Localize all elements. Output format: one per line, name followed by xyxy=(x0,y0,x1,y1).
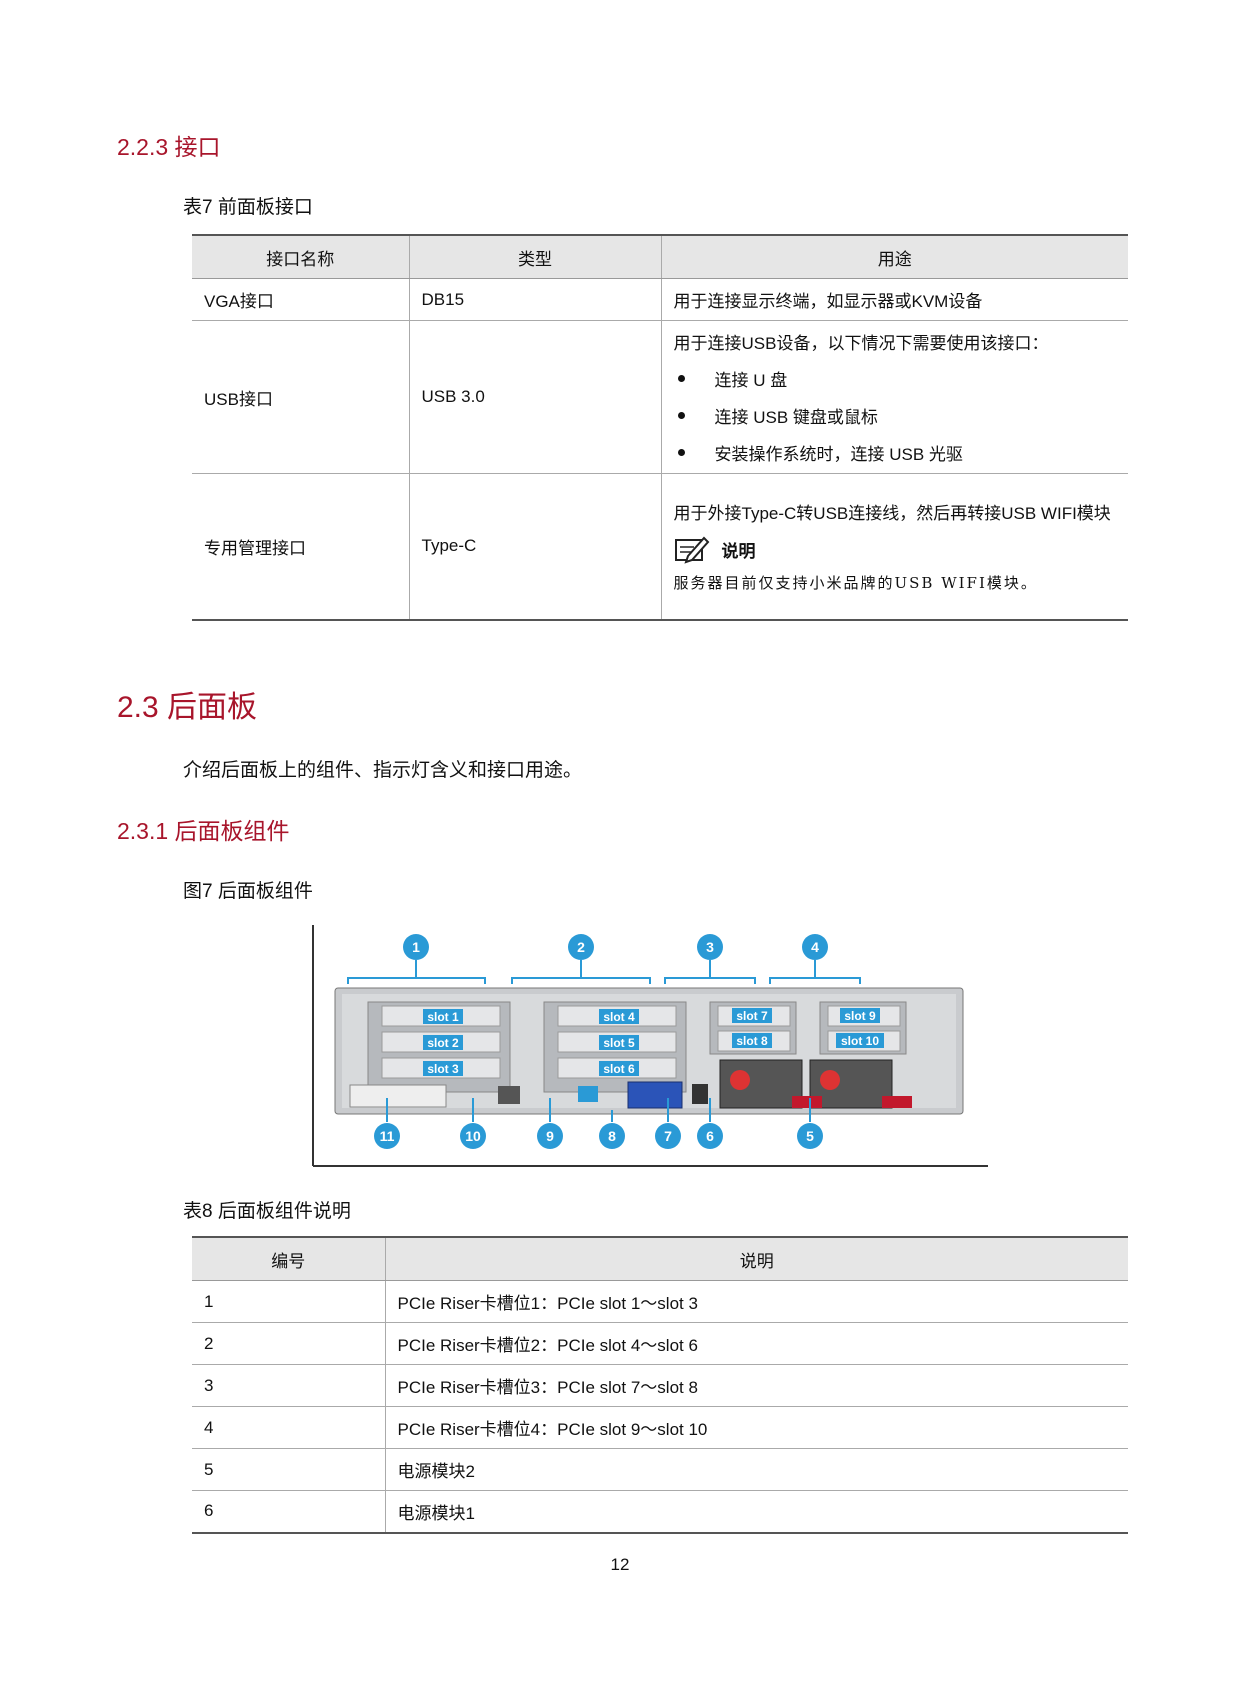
note-header: 说明 xyxy=(674,534,1117,564)
cell-name: USB接口 xyxy=(192,320,410,474)
bullet-icon xyxy=(677,412,685,419)
usage-text: 用于连接USB设备，以下情况下需要使用该接口： xyxy=(673,334,1049,353)
slot-label: slot 6 xyxy=(603,1062,635,1076)
slot-label: slot 1 xyxy=(427,1010,459,1024)
bullet-text: 连接 U 盘 xyxy=(714,371,788,390)
note-title: 说明 xyxy=(721,541,756,561)
table-row: VGA接口 DB15 用于连接显示终端，如显示器或KVM设备 xyxy=(192,278,1128,321)
table7-header-use: 用途 xyxy=(661,234,1128,279)
table7-header-type: 类型 xyxy=(409,234,662,279)
section-heading-2-3-1: 2.3.1 后面板组件 xyxy=(117,818,290,844)
cell-number: 4 xyxy=(192,1406,386,1449)
cell-description: 电源模块2 xyxy=(385,1448,1128,1491)
slot-label: slot 9 xyxy=(844,1009,876,1023)
cell-use: 用于连接显示终端，如显示器或KVM设备 xyxy=(661,278,1128,321)
table-row: 专用管理接口 Type-C 用于外接Type-C转USB连接线，然后再转接USB… xyxy=(192,473,1128,621)
note-text: 服务器目前仅支持小米品牌的USB WIFI模块。 xyxy=(673,574,1038,593)
table8-caption: 表8 后面板组件说明 xyxy=(183,1201,351,1222)
section-heading-2-3: 2.3 后面板 xyxy=(117,691,258,724)
bullet-icon xyxy=(677,449,685,456)
cell-number: 3 xyxy=(192,1364,386,1407)
table7-caption: 表7 前面板接口 xyxy=(183,197,313,218)
callout-number: 10 xyxy=(465,1128,481,1144)
slot-label: slot 10 xyxy=(841,1034,879,1048)
cell-description: PCIe Riser卡槽位1：PCIe slot 1～slot 3 xyxy=(385,1280,1128,1323)
cell-type: DB15 xyxy=(409,278,662,321)
bullet-text: 安装操作系统时，连接 USB 光驱 xyxy=(714,445,963,464)
cell-use: 用于连接USB设备，以下情况下需要使用该接口： 连接 U 盘 连接 USB 键盘… xyxy=(661,320,1128,474)
callout-number: 6 xyxy=(706,1128,714,1144)
table8-header-number: 编号 xyxy=(192,1236,386,1281)
callout-number: 11 xyxy=(380,1128,395,1144)
cell-number: 1 xyxy=(192,1280,386,1323)
callout-number: 1 xyxy=(412,939,420,955)
bullet-item: 连接 USB 键盘或鼠标 xyxy=(674,403,1117,428)
table-row: USB接口 USB 3.0 用于连接USB设备，以下情况下需要使用该接口： 连接… xyxy=(192,320,1128,474)
callout-number: 7 xyxy=(664,1128,672,1144)
cell-number: 6 xyxy=(192,1490,386,1534)
table7-header-name: 接口名称 xyxy=(192,234,410,279)
slot-label: slot 2 xyxy=(427,1036,459,1050)
cell-description: PCIe Riser卡槽位3：PCIe slot 7～slot 8 xyxy=(385,1364,1128,1407)
cell-description: 电源模块1 xyxy=(385,1490,1128,1534)
rear-panel-figure: slot 1 slot 2 slot 3 slot 4 slot 5 slot … xyxy=(312,925,988,1167)
table8-header-row: 编号 说明 xyxy=(192,1236,1128,1281)
callout-number: 8 xyxy=(608,1128,616,1144)
cell-name: VGA接口 xyxy=(192,278,410,321)
cell-use: 用于外接Type-C转USB连接线，然后再转接USB WIFI模块 说明 服务器… xyxy=(661,473,1128,621)
slot-label: slot 3 xyxy=(427,1062,459,1076)
cell-type: Type-C xyxy=(409,473,662,621)
table8-header-description: 说明 xyxy=(385,1236,1128,1281)
cell-type: USB 3.0 xyxy=(409,320,662,474)
cell-number: 5 xyxy=(192,1448,386,1491)
bullet-text: 连接 USB 键盘或鼠标 xyxy=(714,408,878,427)
bullet-icon xyxy=(677,375,685,382)
callout-number: 5 xyxy=(806,1128,814,1144)
table7-header-row: 接口名称 类型 用途 xyxy=(192,234,1128,279)
callout-number: 4 xyxy=(811,939,819,955)
bullet-item: 安装操作系统时，连接 USB 光驱 xyxy=(674,440,1117,465)
slot-label: slot 5 xyxy=(603,1036,635,1050)
cell-number: 2 xyxy=(192,1322,386,1365)
bullet-item: 连接 U 盘 xyxy=(674,366,1117,391)
cell-name: 专用管理接口 xyxy=(192,473,410,621)
pencil-note-icon xyxy=(674,536,709,564)
callout-number: 2 xyxy=(577,939,585,955)
cell-description: PCIe Riser卡槽位4：PCIe slot 9～slot 10 xyxy=(385,1406,1128,1449)
slot-label: slot 7 xyxy=(736,1009,768,1023)
callout-number: 9 xyxy=(546,1128,554,1144)
table7: 接口名称 类型 用途 VGA接口 DB15 用于连接显示终端，如显示器或KVM设… xyxy=(192,234,1128,621)
slot-label: slot 4 xyxy=(603,1010,635,1024)
figure7-caption: 图7 后面板组件 xyxy=(183,881,313,902)
slot-label: slot 8 xyxy=(736,1034,768,1048)
callout-number: 3 xyxy=(706,939,714,955)
page-number: 12 xyxy=(610,1555,630,1574)
usage-text: 用于外接Type-C转USB连接线，然后再转接USB WIFI模块 xyxy=(673,504,1111,524)
cell-description: PCIe Riser卡槽位2：PCIe slot 4～slot 6 xyxy=(385,1322,1128,1365)
intro-paragraph: 介绍后面板上的组件、指示灯含义和接口用途。 xyxy=(183,760,583,781)
section-heading-2-2-3: 2.2.3 接口 xyxy=(117,134,221,160)
